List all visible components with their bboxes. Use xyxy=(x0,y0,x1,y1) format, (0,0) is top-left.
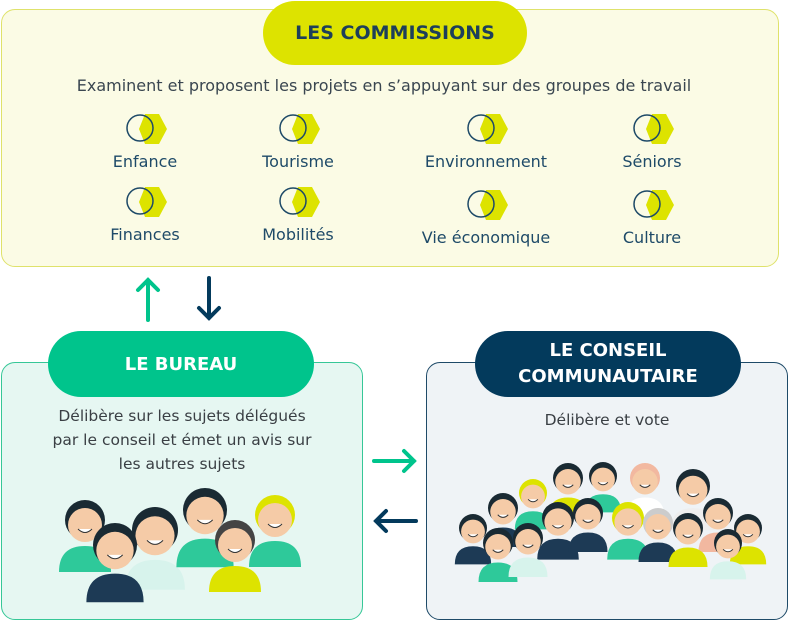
bureau-people-illustration xyxy=(59,488,301,603)
title-line: COMMUNAUTAIRE xyxy=(518,366,698,387)
commissions-description: Examinent et proposent les projets en s’… xyxy=(76,76,692,95)
commission-environnement: Environnement xyxy=(411,110,561,171)
plant-hand-icon xyxy=(467,114,508,144)
arrow-up-icon xyxy=(136,277,160,322)
bureau-description: Délibère sur les sujets délégués par le … xyxy=(20,404,344,476)
bureau-title: LE BUREAU xyxy=(48,331,314,397)
commissions-title: LES COMMISSIONS xyxy=(263,1,527,65)
person-icon xyxy=(668,513,708,567)
commission-label: Finances xyxy=(110,225,180,244)
person-icon xyxy=(568,498,608,552)
arrows-bureau-conseil xyxy=(372,449,418,533)
conseil-description: Délibère et vote xyxy=(544,411,670,429)
person-icon xyxy=(249,495,301,567)
arrow-right-icon xyxy=(372,449,417,473)
commission-enfance: Enfance xyxy=(70,110,220,171)
commission-vieconomique: Vie économique xyxy=(411,186,561,247)
conseil-title: LE CONSEIL COMMUNAUTAIRE xyxy=(475,331,741,397)
baby-face-icon xyxy=(126,114,167,144)
conseil-people-illustration xyxy=(454,462,767,582)
camera-icon xyxy=(279,114,320,144)
person-icon xyxy=(638,508,678,562)
person-icon xyxy=(125,507,185,590)
desc-line: par le conseil et émet un avis sur xyxy=(52,431,312,449)
person-icon xyxy=(86,523,144,603)
commission-label: Vie économique xyxy=(421,228,551,247)
title-line: LE CONSEIL xyxy=(549,340,667,361)
commission-label: Séniors xyxy=(622,152,682,171)
person-icon xyxy=(454,514,492,565)
commission-sniors: Séniors xyxy=(577,110,727,171)
desc-line: les autres sujets xyxy=(118,455,246,473)
commission-finances: Finances xyxy=(70,183,220,244)
person-icon xyxy=(478,528,518,582)
map-pin-network-icon xyxy=(279,187,320,217)
commission-label: Enfance xyxy=(112,152,178,171)
senior-face-icon xyxy=(633,114,674,144)
person-icon xyxy=(209,520,261,592)
commission-label: Tourisme xyxy=(262,152,334,171)
person-icon xyxy=(709,529,747,580)
euro-coin-icon xyxy=(126,187,167,217)
commission-label: Culture xyxy=(622,228,682,247)
arrow-left-icon xyxy=(373,509,418,533)
theatre-mask-icon xyxy=(633,190,674,220)
commission-mobilits: Mobilités xyxy=(223,183,373,244)
commission-label: Environnement xyxy=(424,152,548,171)
bar-chart-icon xyxy=(467,190,508,220)
person-icon xyxy=(508,523,548,577)
commission-label: Mobilités xyxy=(262,225,334,244)
commission-culture: Culture xyxy=(577,186,727,247)
desc-line: Délibère sur les sujets délégués xyxy=(58,407,306,425)
person-icon xyxy=(537,502,579,560)
person-icon xyxy=(176,488,234,568)
arrows-commissions-bureau xyxy=(136,276,221,322)
person-icon xyxy=(607,502,649,560)
commission-tourisme: Tourisme xyxy=(223,110,373,171)
arrow-down-icon xyxy=(197,276,221,321)
